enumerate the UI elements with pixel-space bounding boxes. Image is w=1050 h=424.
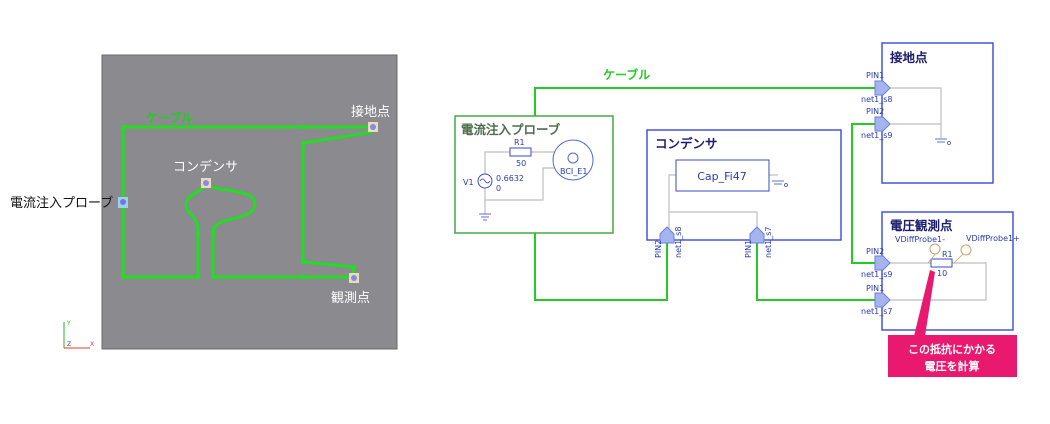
axis-x-label: X (90, 341, 94, 348)
probe-block-title: 電流注入プローブ (461, 122, 561, 137)
cable-nodes (121, 125, 356, 279)
cable-label: ケーブル (146, 110, 193, 125)
net-right-label: net1_s7 (764, 227, 773, 258)
probe-plus-label: VDiffProbe1+ (966, 234, 1020, 243)
resistor-name: R1 (942, 250, 953, 259)
port-capacitor[interactable] (201, 178, 211, 188)
voltage-block-title: 電圧観測点 (890, 218, 953, 233)
pin-left[interactable] (659, 226, 675, 244)
port-ground[interactable] (368, 122, 378, 132)
pin2[interactable] (874, 116, 891, 132)
pin1-label: PIN1 (866, 71, 884, 80)
pin1-label: PIN1 (866, 284, 884, 293)
model-viewport[interactable] (101, 54, 398, 350)
ground-label: 接地点 (351, 104, 390, 120)
source-amplitude: 0.6632 (496, 174, 524, 183)
observation-label: 観測点 (331, 291, 370, 306)
ground-block-title: 接地点 (890, 50, 928, 65)
pin-right[interactable] (749, 226, 765, 244)
net2-label: net1_s9 (861, 131, 892, 140)
pin-right-label: PIN1 (744, 240, 753, 258)
port-observation[interactable] (349, 273, 359, 283)
pin1[interactable] (874, 292, 891, 308)
probe-minus-label: VDiffProbe1- (895, 235, 945, 244)
source-name: V1 (463, 178, 474, 187)
resistor-r1 (509, 147, 532, 157)
callout-line2: 電圧を計算 (925, 359, 980, 373)
capacitor-component[interactable] (675, 159, 770, 192)
schematic-cables[interactable] (534, 87, 876, 301)
model-view: ケーブル 接地点 コンデンサ 電流注入プローブ 観測点 Y X Z (10, 54, 398, 350)
pin-left-label: PIN2 (654, 240, 663, 258)
ground-block[interactable]: 接地点 PIN1 net1_s8 PIN2 net1_s9 (861, 42, 994, 184)
axis-z-label: Z (67, 341, 71, 348)
resistor-value: 10 (937, 269, 947, 278)
voltage-probe-minus-icon[interactable] (929, 243, 941, 255)
probe-block[interactable]: 電流注入プローブ R1 50 V1 0.6632 0 BCI_E1 (454, 115, 614, 234)
probe-label: 電流注入プローブ (10, 195, 113, 211)
callout-line1: この抵抗にかかる (908, 342, 996, 356)
bci-name: BCI_E1 (560, 167, 587, 176)
pin2-label: PIN2 (866, 107, 884, 116)
pin1[interactable] (874, 80, 891, 96)
schematic-cable-label: ケーブル (603, 67, 650, 82)
ground-icon (772, 180, 788, 187)
capacitor-label: コンデンサ (173, 159, 238, 175)
port-probe[interactable] (118, 197, 128, 208)
pin2[interactable] (874, 255, 891, 271)
callout: この抵抗にかかる 電圧を計算 (888, 270, 1017, 377)
capacitor-block[interactable]: コンデンサ Cap_Fi47 PIN2 net1_s8 PIN1 net1_s7 (646, 129, 842, 258)
pin2-label: PIN2 (866, 247, 884, 256)
voltage-probe-plus-icon[interactable] (960, 244, 972, 256)
resistor-name: R1 (514, 138, 525, 147)
axis-y-label: Y (66, 320, 71, 327)
voltage-block[interactable]: 電圧観測点 R1 10 VDiffProbe1- VDiffProbe1+ PI… (861, 211, 1020, 331)
net-left-label: net1_s8 (674, 227, 683, 258)
net2-label: net1_s9 (861, 270, 892, 279)
source-phase: 0 (496, 184, 501, 193)
axis-triad-icon: Y X Z (63, 320, 94, 349)
capacitor-block-title: コンデンサ (655, 136, 718, 151)
resistor-value: 50 (516, 159, 526, 168)
net1-label: net1_s8 (861, 95, 892, 104)
schematic: ケーブル 電流注入プローブ R1 50 V1 0.6632 0 BCI_E1 コ… (454, 42, 1020, 377)
ground-icon (479, 213, 491, 221)
resistor-r1-observed[interactable] (930, 258, 953, 268)
ground-icon (935, 138, 951, 145)
net1-label: net1_s7 (861, 307, 892, 316)
capacitor-component-label: Cap_Fi47 (697, 170, 746, 183)
